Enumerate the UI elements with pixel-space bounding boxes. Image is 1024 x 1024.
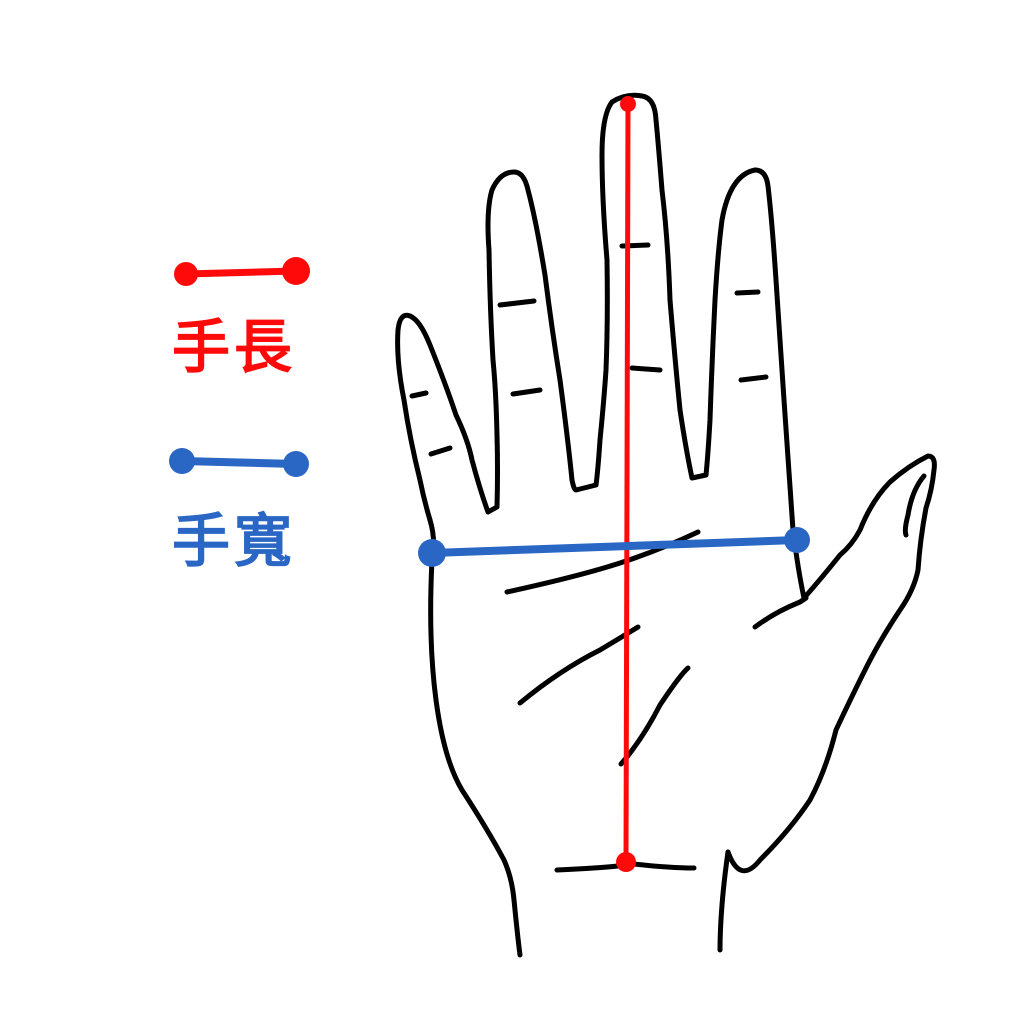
legend-width-marker	[169, 448, 309, 477]
width-end-dot	[784, 527, 810, 553]
length-start-dot	[620, 96, 636, 112]
hand-outline	[395, 92, 937, 958]
hand-length-measure	[616, 96, 636, 872]
palm-lines	[504, 529, 701, 873]
legend-label-hand-width: 手寬	[172, 507, 297, 575]
legend-length-marker	[174, 257, 310, 286]
length-end-dot	[616, 852, 636, 872]
legend-label-hand-length: 手長	[172, 313, 297, 381]
hand-width-measure	[418, 527, 810, 567]
width-start-dot	[418, 539, 446, 567]
